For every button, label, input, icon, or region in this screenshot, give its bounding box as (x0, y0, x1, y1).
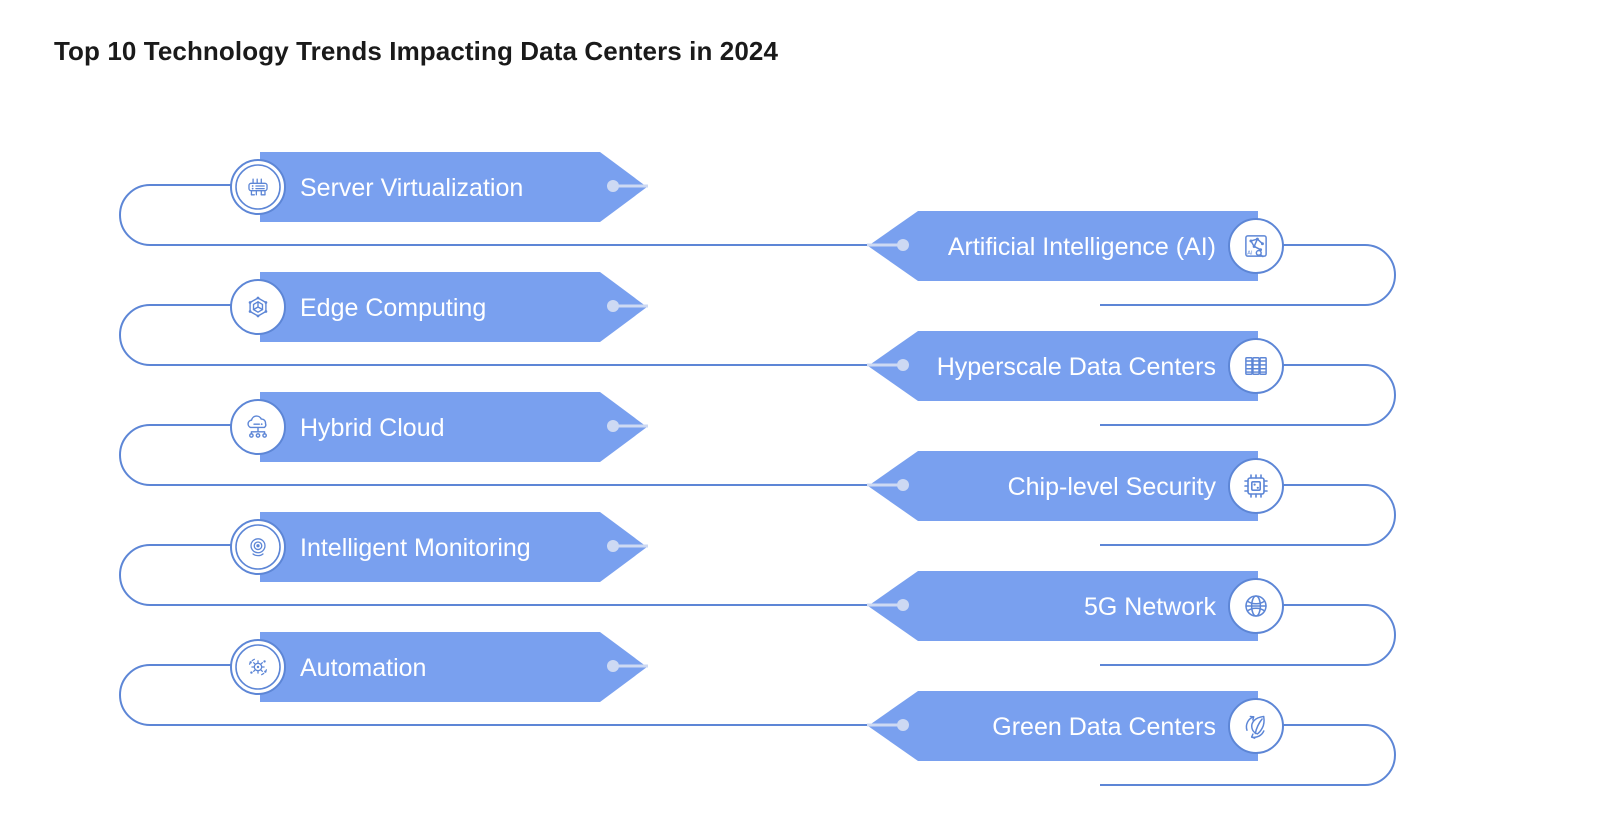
connector-dot-2 (897, 239, 909, 251)
trend-item-edge-computing[interactable]: Edge Computing (230, 272, 648, 342)
arrow-banner-left-3 (260, 392, 647, 462)
trend-item-intelligent-monitoring[interactable]: Intelligent Monitoring (230, 512, 648, 582)
arrow-banner-left-2 (260, 272, 647, 342)
icon-disc-leaf-recycle (1228, 698, 1284, 754)
icon-disc-server-rack (230, 159, 286, 215)
track-outline-left-3 (118, 424, 1397, 546)
icon-disc-secure-chip (1228, 458, 1284, 514)
arrow-banner-right-1 (868, 211, 1258, 281)
banner-label-6: Chip-level Security (1008, 473, 1217, 501)
banner-label-5: Hybrid Cloud (300, 414, 445, 442)
banner-label-3: Edge Computing (300, 294, 486, 322)
trend-item-hyperscale-data-centers[interactable]: Hyperscale Data Centers (867, 331, 1284, 401)
icon-disc-cloud-network (230, 399, 286, 455)
arrow-banner-right-2 (868, 331, 1258, 401)
connector-dot-10 (897, 719, 909, 731)
connector-dot-4 (897, 359, 909, 371)
row-group-1: Server Virtualization Artificial Intelli… (118, 152, 1397, 306)
icon-disc-edge-cube (230, 279, 286, 335)
connector-dot-5 (607, 420, 619, 432)
arrow-banner-right-3 (868, 451, 1258, 521)
trend-item-hybrid-cloud[interactable]: Hybrid Cloud (230, 392, 648, 462)
track-outline-left-2 (118, 304, 1397, 426)
icon-disc-data-center-racks (1228, 338, 1284, 394)
trend-item-green-data-centers[interactable]: Green Data Centers (867, 691, 1284, 761)
icon-disc-globe-network (1228, 578, 1284, 634)
banner-label-10: Green Data Centers (992, 713, 1216, 741)
connector-dot-6 (897, 479, 909, 491)
banner-label-2: Artificial Intelligence (AI) (948, 233, 1216, 261)
connector-dot-3 (607, 300, 619, 312)
banner-label-1: Server Virtualization (300, 174, 523, 202)
trend-item-artificial-intelligence[interactable]: Artificial Intelligence (AI) (867, 211, 1284, 281)
trend-item-server-virtualization[interactable]: Server Virtualization (230, 152, 648, 222)
page-title: Top 10 Technology Trends Impacting Data … (54, 36, 779, 66)
banner-label-7: Intelligent Monitoring (300, 534, 531, 562)
connector-dot-9 (607, 660, 619, 672)
banner-label-4: Hyperscale Data Centers (937, 353, 1216, 381)
icon-disc-automation-gear (230, 639, 286, 695)
arrow-banner-left-4 (260, 512, 647, 582)
arrow-banner-right-4 (868, 571, 1258, 641)
track-outline-left-4 (118, 544, 1397, 666)
track-outline-left-5 (118, 664, 1397, 786)
connector-dot-8 (897, 599, 909, 611)
row-group-5: Automation Green Data Centers (118, 632, 1397, 786)
arrow-banner-left-5 (260, 632, 647, 702)
arrow-banner-right-5 (868, 691, 1258, 761)
icon-disc-monitoring-camera (230, 519, 286, 575)
icon-disc-ai-chip (1228, 218, 1284, 274)
trend-item-5g-network[interactable]: 5G Network (867, 571, 1284, 641)
connector-dot-7 (607, 540, 619, 552)
track-outline-left-1 (118, 184, 1397, 306)
row-group-3: Hybrid Cloud Chip-level Security (118, 392, 1397, 546)
banner-label-9: Automation (300, 654, 426, 682)
connector-dot-1 (607, 180, 619, 192)
row-group-2: Edge Computing Hyperscale Data Centers (118, 272, 1397, 426)
trend-item-chip-level-security[interactable]: Chip-level Security (867, 451, 1284, 521)
row-group-4: Intelligent Monitoring 5G Network (118, 512, 1397, 666)
arrow-banner-left-1 (260, 152, 647, 222)
trend-item-automation[interactable]: Automation (230, 632, 648, 702)
banner-label-8: 5G Network (1084, 593, 1216, 621)
